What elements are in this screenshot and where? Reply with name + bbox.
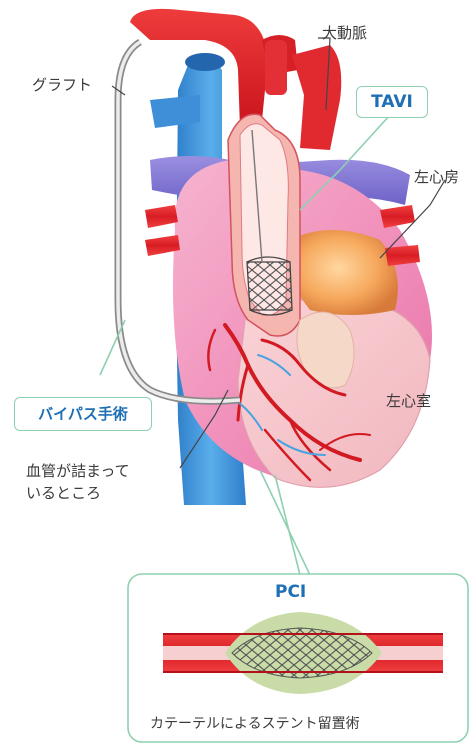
aorta-label: 大動脈: [322, 24, 367, 43]
graft-label: グラフト: [32, 76, 92, 95]
blockage-label-line2: いるところ: [26, 484, 101, 503]
blockage-label-line1: 血管が詰まって: [26, 462, 130, 481]
pci-label: PCI: [275, 582, 306, 603]
tavi-label: TAVI: [356, 86, 428, 118]
left-ventricle-label: 左心室: [386, 392, 431, 411]
left-atrium-label: 左心房: [414, 168, 459, 187]
bypass-surgery-label: バイパス手術: [14, 397, 152, 431]
stent-caption: カテーテルによるステント留置術: [150, 716, 360, 734]
